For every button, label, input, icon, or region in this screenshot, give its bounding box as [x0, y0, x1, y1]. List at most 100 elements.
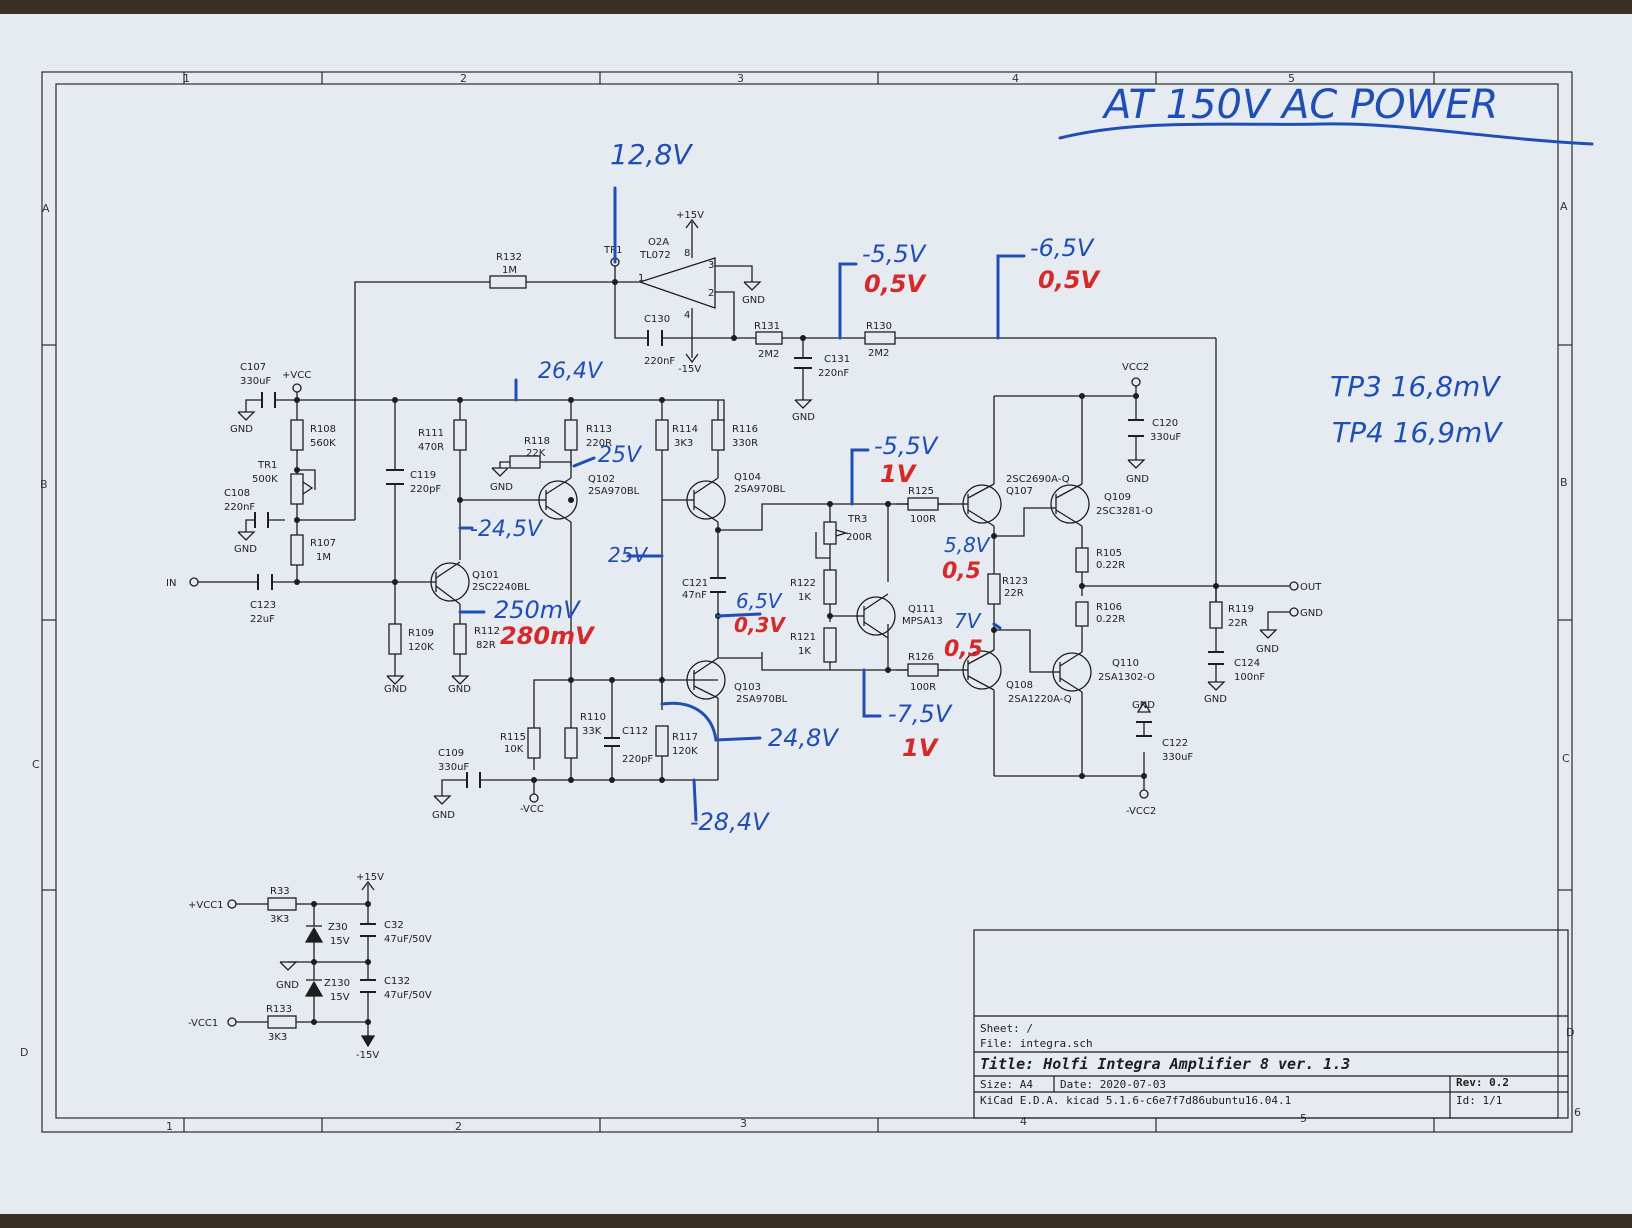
col-label-6-bottom: 6 — [1574, 1106, 1581, 1119]
r106-body — [1075, 601, 1089, 627]
c121-val: 47nF — [682, 590, 707, 601]
r114-body — [655, 419, 669, 451]
opamp-pin4: 4 — [684, 310, 690, 321]
opamp-pin8: 8 — [684, 248, 690, 259]
c109-val: 330uF — [438, 762, 469, 773]
tr1-val: 500K — [252, 474, 278, 485]
r123-body — [987, 573, 1001, 605]
note-q111-base-red: 0,3V — [734, 613, 786, 637]
note-header: AT 150V AC POWER — [1101, 82, 1498, 128]
q104-symbol — [686, 477, 726, 523]
pen-strokes — [458, 122, 1594, 822]
note-tr3-top-red: 1V — [880, 460, 918, 488]
q103-ref: Q103 — [734, 682, 761, 693]
q109-val: 2SC3281-O — [1096, 506, 1153, 517]
note-tp1: 12,8V — [610, 138, 693, 171]
plus15-opamp: +15V — [676, 210, 704, 221]
note-q101-collector: -24,5V — [470, 517, 544, 542]
row-label-c-right: C — [1562, 752, 1570, 765]
r116-body — [711, 419, 725, 451]
r125-ref: R125 — [908, 486, 934, 497]
gnd-c120: GND — [1126, 474, 1149, 485]
r133-ref: R133 — [266, 1004, 292, 1015]
r117-val: 120K — [672, 746, 698, 757]
tr1-body — [290, 473, 304, 505]
note-q107-emitter: 5,8V — [944, 533, 991, 557]
q111-ref: Q111 — [908, 604, 935, 615]
gnd-r112: GND — [448, 684, 471, 695]
c107-val: 330uF — [240, 376, 271, 387]
vcc2-port — [1131, 377, 1141, 387]
plus15-supply: +15V — [356, 872, 384, 883]
tr3-wiper — [835, 529, 849, 537]
gnd-c108: GND — [234, 544, 257, 555]
r119-ref: R119 — [1228, 604, 1254, 615]
r121-val: 1K — [798, 646, 811, 657]
r109-val: 120K — [408, 642, 434, 653]
r111-val: 470R — [418, 442, 444, 453]
minus15-opamp: -15V — [678, 364, 701, 375]
q101-ref: Q101 — [472, 570, 499, 581]
gnd-out-label: GND — [1300, 608, 1323, 619]
q104-val: 2SA970BL — [734, 484, 786, 495]
q101-val: 2SC2240BL — [472, 582, 530, 593]
q107-ref: Q107 — [1006, 486, 1033, 497]
note-tp3: TP3 16,8mV — [1330, 370, 1501, 403]
opamp-pin2: 2 — [708, 288, 714, 299]
gnd-c124: GND — [1204, 694, 1227, 705]
q111-symbol — [856, 593, 896, 639]
r109-ref: R109 — [408, 628, 434, 639]
r33-val: 3K3 — [270, 914, 289, 925]
r111-ref: R111 — [418, 428, 444, 439]
note-tr3-top: -5,5V — [874, 432, 939, 460]
note-r130-node: -6,5V — [1030, 234, 1095, 262]
plus-vcc-label: +VCC — [282, 370, 311, 381]
r112-ref: R112 — [474, 626, 500, 637]
col-label-2: 2 — [460, 72, 467, 85]
tb-rev: Rev: 0.2 — [1456, 1076, 1509, 1089]
r106-ref: R106 — [1096, 602, 1122, 613]
note-q108-emitter-red: 0,5 — [944, 637, 983, 662]
c112-ref: C112 — [622, 726, 648, 737]
vcc1-neg-label: -VCC1 — [188, 1018, 218, 1029]
tb-sheet: Sheet: / — [980, 1022, 1033, 1035]
o2a-val: TL072 — [639, 250, 671, 261]
c131-val: 220nF — [818, 368, 849, 379]
c32-val: 47uF/50V — [384, 934, 432, 945]
col-label-3: 3 — [737, 72, 744, 85]
r122-ref: R122 — [790, 578, 816, 589]
r117-body — [655, 725, 669, 757]
tb-title: Title: Holfi Integra Amplifier 8 ver. 1.… — [980, 1055, 1350, 1073]
note-q107-emitter-red: 0,5 — [942, 559, 981, 584]
c122-val: 330uF — [1162, 752, 1193, 763]
r123-ref: R123 — [1002, 576, 1028, 587]
r106-val: 0.22R — [1096, 614, 1125, 625]
row-label-b: B — [40, 478, 48, 491]
r130-ref: R130 — [866, 321, 892, 332]
col-label-1: 1 — [183, 72, 190, 85]
r112-body — [453, 623, 467, 655]
z130-symbol — [304, 980, 324, 997]
c120-ref: C120 — [1152, 418, 1178, 429]
r117-ref: R117 — [672, 732, 698, 743]
q102-symbol — [538, 477, 578, 523]
r122-body — [823, 569, 837, 605]
r121-body — [823, 627, 837, 663]
tb-file: File: integra.sch — [980, 1037, 1093, 1050]
row-label-a: A — [42, 202, 50, 215]
col-label-4: 4 — [1012, 72, 1019, 85]
r118-body — [509, 455, 541, 469]
r107-ref: R107 — [310, 538, 336, 549]
c131-ref: C131 — [824, 354, 850, 365]
col-label-3-bottom: 3 — [740, 1117, 747, 1130]
paper — [0, 14, 1632, 1214]
tr3-val: 200R — [846, 532, 872, 543]
tb-size: Size: A4 — [980, 1078, 1033, 1091]
r133-body — [267, 1015, 297, 1029]
gnd-c122: GND — [1132, 700, 1155, 711]
transistor-symbols — [430, 477, 1092, 700]
q109-ref: Q109 — [1104, 492, 1131, 503]
r118-ref: R118 — [524, 436, 550, 447]
row-label-a-right: A — [1560, 200, 1568, 213]
